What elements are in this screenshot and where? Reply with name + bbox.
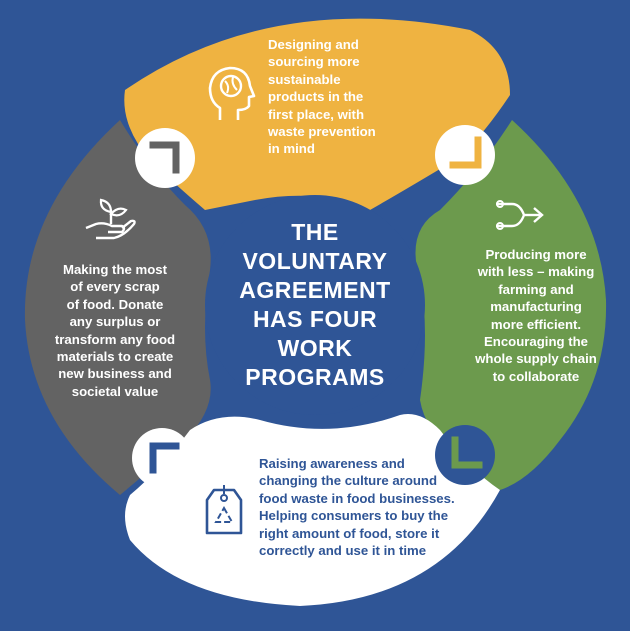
center-title: THE VOLUNTARY AGREEMENT HAS FOUR WORK PR… <box>210 218 420 392</box>
program-line: Helping consumers to buy the <box>259 508 449 524</box>
program-line: to collaborate <box>492 368 580 384</box>
program-line: Raising awareness and <box>259 456 405 471</box>
corner-badge-bottom-left <box>132 428 192 488</box>
program-line: products in the <box>268 89 364 105</box>
program-line: sourcing more <box>268 54 360 70</box>
program-line: Making the most <box>62 262 168 277</box>
program-text-top: Designing and sourcing more sustainable … <box>268 36 376 158</box>
segment-right <box>415 120 607 490</box>
segment-bottom <box>125 414 500 606</box>
title-line: AGREEMENT <box>239 277 391 303</box>
title-line: PROGRAMS <box>245 364 385 390</box>
title-line: WORK <box>277 335 353 361</box>
program-line: of food. Donate <box>66 296 164 312</box>
head-brain-icon <box>208 66 256 120</box>
center-circle <box>205 195 425 415</box>
corner-badge-bottom-right <box>435 425 495 485</box>
title-line: HAS FOUR <box>252 306 378 332</box>
program-text-bottom: Raising awareness and changing the cultu… <box>259 455 455 559</box>
program-line: more efficient. <box>490 316 582 332</box>
program-line: any surplus or <box>69 314 161 330</box>
program-line: first place, with <box>268 106 364 122</box>
program-line: in mind <box>268 141 315 157</box>
segment-left <box>24 120 211 495</box>
program-line: Encouraging the <box>483 334 589 350</box>
hand-sprout-icon <box>85 198 136 240</box>
program-text-left: Making the most of every scrap of food. … <box>40 261 190 400</box>
program-line: transform any food <box>54 331 176 347</box>
program-line: sustainable <box>268 71 341 87</box>
program-line: changing the culture around <box>259 473 438 489</box>
program-line: whole supply chain <box>475 351 597 367</box>
program-line: new business and <box>58 366 172 382</box>
title-line: THE <box>291 219 339 245</box>
title-line: VOLUNTARY <box>242 248 388 274</box>
program-line: farming and <box>498 281 574 297</box>
program-text-right: Producing more with less – making farmin… <box>446 246 626 385</box>
program-line: of every scrap <box>70 279 160 295</box>
program-line: Designing and <box>268 37 359 52</box>
program-line: Producing more <box>485 247 587 262</box>
segment-top <box>124 18 511 210</box>
program-line: right amount of food, store it <box>259 525 440 541</box>
program-line: correctly and use it in time <box>259 543 427 559</box>
program-line: food waste in food businesses. <box>259 490 455 506</box>
program-line: with less – making <box>477 264 595 280</box>
program-line: societal value <box>71 383 159 399</box>
program-line: manufacturing <box>490 299 582 315</box>
corner-badge-top-left <box>135 128 195 188</box>
corner-badge-top-right <box>435 125 495 185</box>
merge-arrows-icon <box>496 200 544 230</box>
recycle-tag-icon <box>205 485 243 535</box>
program-line: waste prevention <box>268 124 376 140</box>
program-line: materials to create <box>56 349 174 365</box>
